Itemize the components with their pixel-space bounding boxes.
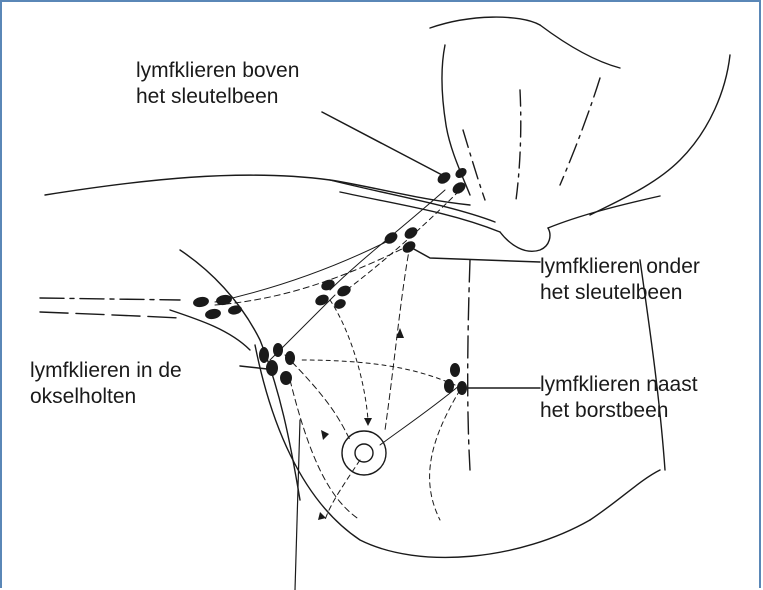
node-axilla-1 — [259, 347, 269, 363]
label-axillary-nodes: lymfklieren in de okselholten — [30, 358, 182, 410]
label-parasternal-nodes: lymfklieren naast het borstbeen — [540, 372, 698, 424]
node-mid-2 — [336, 284, 353, 299]
label-line: het sleutelbeen — [540, 280, 700, 306]
node-axilla-2 — [273, 343, 283, 357]
leader-supraclavicular — [322, 112, 444, 176]
arrowhead-3 — [321, 430, 329, 440]
pathway-11 — [300, 360, 455, 385]
node-axilla-4 — [285, 351, 295, 365]
arrowhead-1 — [396, 328, 404, 338]
label-supraclavicular-nodes: lymfklieren boven het sleutelbeen — [136, 58, 299, 110]
pathway-1 — [215, 240, 390, 302]
pathway-6 — [285, 355, 350, 440]
node-parasternal-3 — [457, 381, 467, 395]
pathway-2 — [215, 245, 410, 305]
node-arm-1 — [192, 296, 209, 309]
neck-right-line — [560, 78, 600, 185]
jaw-line — [540, 25, 620, 68]
node-infra-2 — [402, 225, 419, 241]
neck-mid-line — [516, 90, 521, 200]
sternal-notch — [500, 228, 550, 251]
label-line: lymfklieren in de — [30, 358, 182, 384]
pathway-10 — [430, 390, 460, 520]
pathway-13 — [295, 420, 300, 590]
label-infraclavicular-nodes: lymfklieren onder het sleutelbeen — [540, 254, 700, 306]
label-line: lymfklieren naast — [540, 372, 698, 398]
node-infra-3 — [400, 239, 417, 255]
upper-arm-bottom — [40, 312, 180, 318]
node-mid-1 — [320, 278, 337, 293]
shoulder-line — [45, 175, 470, 205]
pathway-14 — [325, 460, 360, 520]
node-axilla-5 — [280, 371, 292, 385]
pathway-9 — [380, 385, 460, 445]
node-axilla-3 — [266, 360, 278, 376]
node-parasternal-1 — [450, 363, 460, 377]
head-outline — [430, 17, 540, 28]
label-line: het borstbeen — [540, 398, 698, 424]
label-line: lymfklieren boven — [136, 58, 299, 84]
label-line: lymfklieren onder — [540, 254, 700, 280]
node-supra-2 — [454, 166, 469, 180]
arrowhead-4 — [318, 512, 326, 520]
clavicle-right — [548, 196, 660, 228]
sternocleido-line — [463, 130, 485, 200]
node-infra-1 — [382, 230, 399, 246]
pathway-7 — [330, 300, 368, 420]
label-line: het sleutelbeen — [136, 84, 299, 110]
neck-right-contour — [590, 55, 730, 215]
label-line: okselholten — [30, 384, 182, 410]
breast-right — [590, 470, 660, 520]
leader-infraclavicular — [412, 248, 540, 262]
node-arm-3 — [204, 308, 221, 321]
arrowhead-2 — [364, 418, 372, 426]
nipple — [355, 444, 373, 462]
node-mid-3 — [314, 293, 331, 308]
node-parasternal-2 — [444, 379, 454, 393]
node-arm-4 — [227, 304, 242, 315]
sternum-line — [468, 260, 470, 470]
clavicle-top — [330, 180, 495, 222]
upper-arm-top — [40, 298, 180, 300]
